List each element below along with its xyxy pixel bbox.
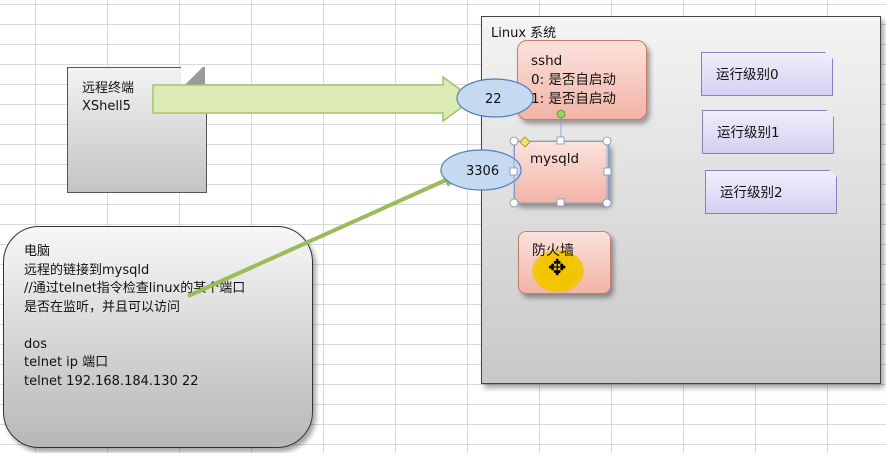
pc-note-text: 电脑 远程的链接到mysqld //通过telnet指令检查linux的某个端口… xyxy=(24,243,245,391)
resize-handle-nw[interactable] xyxy=(509,136,519,146)
pc-line: //通过telnet指令检查linux的某个端口 xyxy=(24,281,246,296)
adjust-handle[interactable] xyxy=(519,136,531,148)
resize-handle-e[interactable] xyxy=(603,167,612,176)
resize-handle-se[interactable] xyxy=(602,198,612,208)
resize-handle-s[interactable] xyxy=(556,198,565,207)
arrow-pc-to-mysql[interactable] xyxy=(187,178,447,298)
selection-outline xyxy=(513,140,608,204)
pc-line: dos xyxy=(24,336,47,352)
sshd-process-text: sshd 0: 是否自启动 1: 是否自启动 xyxy=(531,52,616,109)
arrow-terminal-to-ssh[interactable] xyxy=(152,75,475,123)
sshd-name: sshd xyxy=(531,53,563,69)
port-22-ellipse[interactable] xyxy=(456,78,534,118)
pc-line: 是否在监听，并且可以访问 xyxy=(24,299,181,315)
pc-line: 远程的链接到mysqld xyxy=(24,262,150,278)
remote-terminal-client: XShell5 xyxy=(82,99,131,114)
remote-terminal-text: 远程终端 XShell5 xyxy=(82,80,134,116)
linux-system-title: Linux 系统 xyxy=(491,26,557,41)
mysqld-process-box[interactable] xyxy=(514,141,609,204)
cursor-highlight xyxy=(532,250,584,292)
port-3306-label: 3306 xyxy=(466,164,499,179)
runlevel-0[interactable]: 运行级别0 xyxy=(701,52,833,96)
rotate-handle[interactable] xyxy=(556,109,566,119)
runlevel-1[interactable]: 运行级别1 xyxy=(702,110,834,154)
port-22-label: 22 xyxy=(485,92,502,107)
remote-terminal-title: 远程终端 xyxy=(82,81,135,96)
mysqld-process-label: mysqld xyxy=(530,151,580,167)
move-cursor-icon: ✥ xyxy=(548,256,567,281)
sshd-runlevel-0-note: 0: 是否自启动 xyxy=(531,72,616,88)
port-3306-ellipse[interactable] xyxy=(440,149,522,191)
resize-handle-ne[interactable] xyxy=(602,136,612,146)
firewall-label: 防火墙 xyxy=(532,243,574,259)
resize-handle-n[interactable] xyxy=(556,136,565,145)
sshd-process-box[interactable] xyxy=(517,40,647,120)
pc-line: telnet ip 端口 xyxy=(24,355,109,370)
runlevel-2[interactable]: 运行级别2 xyxy=(705,170,837,214)
pc-line: telnet 192.168.184.130 22 xyxy=(24,373,199,389)
pc-line: 电脑 xyxy=(24,244,51,259)
resize-handle-sw[interactable] xyxy=(509,198,519,208)
sshd-runlevel-1-note: 1: 是否自启动 xyxy=(531,91,616,107)
page-fold-icon xyxy=(181,67,205,87)
resize-handle-w[interactable] xyxy=(509,167,518,176)
